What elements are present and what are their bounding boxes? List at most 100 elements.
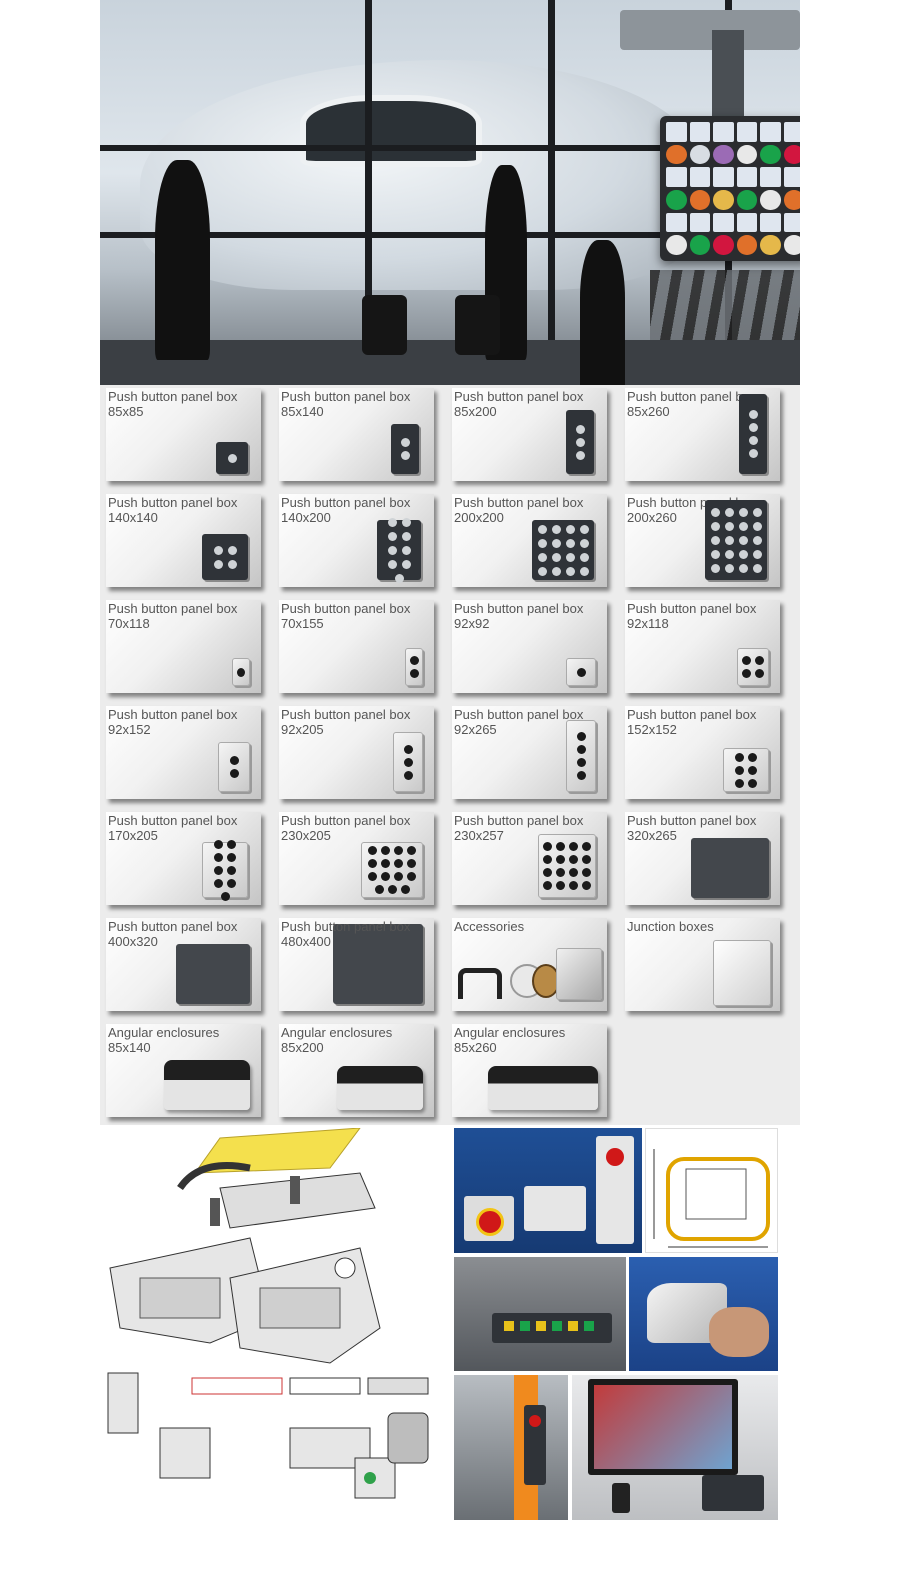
- support-arm: [620, 10, 800, 50]
- enclosure-image: [566, 658, 596, 686]
- photo-handheld-enclosure: [629, 1257, 778, 1371]
- cockpit-window: [300, 95, 482, 167]
- enclosure-image: [232, 658, 250, 686]
- exploded-view-illustration: [100, 1127, 448, 1520]
- angular-enclosure-image: [164, 1060, 250, 1110]
- enclosure-image: [566, 410, 594, 474]
- photo-desk-monitor: [572, 1375, 778, 1520]
- enclosure-image: [202, 534, 248, 580]
- dimension-drawing: [653, 1149, 770, 1248]
- control-panel-image: [660, 116, 800, 261]
- enclosure-image: [361, 842, 423, 898]
- photo-machine-panel: [454, 1257, 626, 1371]
- suitcase: [455, 295, 500, 355]
- enclosure-image: [691, 838, 769, 898]
- photo-control-stations: [454, 1128, 642, 1253]
- hero-banner: [100, 0, 800, 385]
- enclosure-image: [216, 442, 248, 474]
- enclosure-image: [202, 839, 248, 901]
- enclosure-image: [737, 648, 769, 686]
- angular-enclosure-image: [337, 1066, 423, 1110]
- enclosure-image: [176, 944, 250, 1004]
- junction-box-image: [713, 940, 771, 1006]
- enclosure-image: [705, 500, 767, 580]
- enclosure-image: [538, 834, 596, 898]
- silhouette-person: [155, 160, 210, 360]
- suitcase: [362, 295, 407, 355]
- photo-orange-column: [454, 1375, 568, 1520]
- enclosure-image: [405, 648, 423, 686]
- angular-enclosure-image: [488, 1066, 598, 1110]
- enclosure-image: [377, 517, 421, 583]
- enclosure-image: [532, 520, 594, 580]
- enclosure-image: [218, 742, 250, 792]
- product-card[interactable]: Junction boxes: [625, 918, 780, 1011]
- product-label: Junction boxes: [627, 919, 714, 934]
- enclosure-image: [393, 732, 423, 792]
- bracket-image: [556, 948, 602, 1000]
- gasket-image: [532, 964, 560, 998]
- handle-image: [458, 968, 502, 999]
- enclosure-image: [391, 424, 419, 474]
- enclosure-image: [333, 924, 423, 1004]
- enclosure-image: [566, 720, 596, 792]
- enclosure-image: [739, 394, 767, 474]
- product-label: Accessories: [454, 919, 525, 934]
- enclosure-image: [723, 748, 769, 792]
- technical-drawing: [645, 1128, 778, 1253]
- exploded-view-drawing: [107, 1127, 429, 1499]
- product-card[interactable]: Accessories: [452, 918, 607, 1011]
- silhouette-person: [580, 240, 625, 385]
